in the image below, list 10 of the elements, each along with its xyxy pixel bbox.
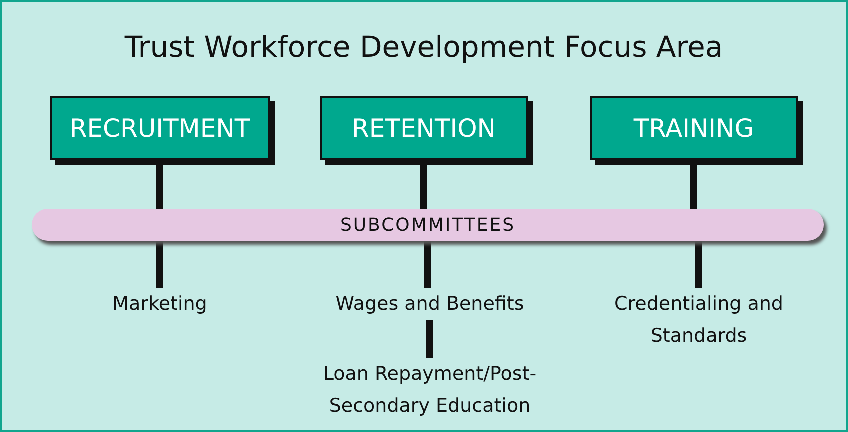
diagram-title: Trust Workforce Development Focus Area bbox=[124, 30, 724, 64]
subcommittee-label: Loan Repayment/Post-Secondary Education bbox=[290, 358, 570, 422]
connector-line bbox=[696, 241, 702, 288]
connector-line bbox=[426, 320, 434, 358]
connector-line bbox=[424, 241, 432, 288]
connector-line bbox=[156, 241, 164, 288]
subcommittees-band: SUBCOMMITTEES bbox=[32, 209, 824, 241]
subcommittee-label: Wages and Benefits bbox=[310, 288, 550, 320]
subcommittee-label: Credentialing and Standards bbox=[584, 288, 814, 352]
subcommittee-label: Marketing bbox=[90, 288, 230, 320]
